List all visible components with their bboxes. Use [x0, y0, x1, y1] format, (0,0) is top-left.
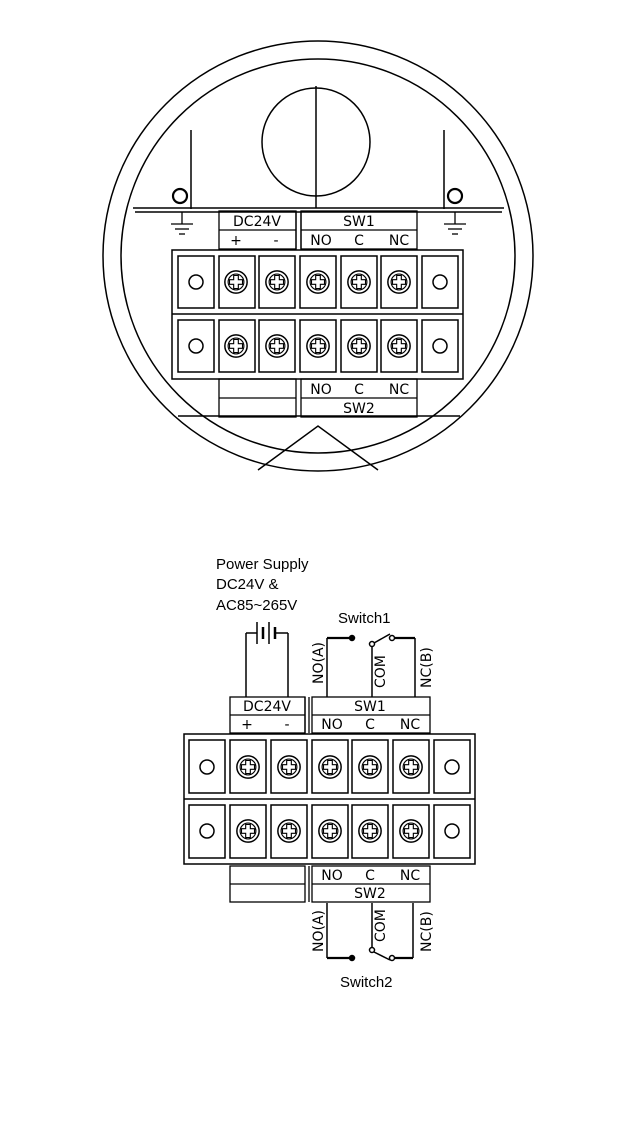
top-screw-row2-1-icon: [224, 334, 248, 358]
wiring-screw-sw2-no-icon: [318, 819, 342, 843]
wiring-sw2-header: SW2: [354, 886, 386, 902]
top-sw1-header: SW1: [343, 214, 375, 230]
switch2-icon: [326, 903, 414, 962]
enclosure-inner-ring: [120, 58, 516, 454]
top-screw-sw1-c-icon: [347, 270, 371, 294]
switch1-icon: [326, 633, 416, 697]
wiring-screw-row2-2-icon: [277, 819, 301, 843]
enclosure-view: [102, 40, 534, 472]
wiring-screw-sw2-c-icon: [358, 819, 382, 843]
top-screw-row2-2-icon: [265, 334, 289, 358]
ground-left-icon: [170, 212, 194, 235]
wiring-sw1-no: NO: [321, 717, 343, 733]
top-screw-sw1-no-icon: [306, 270, 330, 294]
top-dc-header: DC24V: [233, 214, 281, 230]
wiring-sw2-c: C: [365, 868, 375, 884]
top-sw2-no: NO: [310, 382, 332, 398]
top-sw1-c: C: [354, 233, 364, 249]
top-screw-sw2-no-icon: [306, 334, 330, 358]
wiring-screw-sw2-nc-icon: [399, 819, 423, 843]
top-sw2-nc: NC: [389, 382, 409, 398]
wiring-screw-row2-1-icon: [236, 819, 260, 843]
enclosure-outer-ring: [102, 40, 534, 472]
mounting-hole-right: [446, 187, 464, 205]
wiring-dc-header: DC24V: [243, 699, 291, 715]
ground-right-icon: [443, 212, 467, 235]
top-screw-sw2-nc-icon: [387, 334, 411, 358]
top-screw-dc-plus-icon: [224, 270, 248, 294]
wiring-sw1-c: C: [365, 717, 375, 733]
top-screw-sw2-c-icon: [347, 334, 371, 358]
wiring-sw1-header: SW1: [354, 699, 386, 715]
switch1-title: Switch1: [338, 610, 391, 627]
wiring-screw-sw1-no-icon: [318, 755, 342, 779]
wiring-screw-sw1-nc-icon: [399, 755, 423, 779]
switch2-com-label: COM: [373, 909, 389, 942]
top-sw2-c: C: [354, 382, 364, 398]
wiring-sw1-nc: NC: [400, 717, 420, 733]
wiring-label-tables: [229, 696, 431, 903]
power-supply-line2: DC24V &: [216, 576, 279, 593]
switch2-no-label: NO(A): [311, 910, 327, 952]
bottom-notch: [257, 425, 379, 471]
top-dc-minus: -: [273, 233, 278, 249]
wiring-screw-dc-plus-icon: [236, 755, 260, 779]
top-sw1-no: NO: [310, 233, 332, 249]
power-supply-line3: AC85~265V: [216, 597, 297, 614]
switch1-com-label: COM: [373, 655, 389, 688]
top-screw-dc-minus-icon: [265, 270, 289, 294]
wiring-sw2-nc: NC: [400, 868, 420, 884]
switch1-no-label: NO(A): [311, 642, 327, 684]
top-terminal-block: [171, 249, 464, 380]
switch1-nc-label: NC(B): [419, 647, 435, 688]
wiring-screw-sw1-c-icon: [358, 755, 382, 779]
wiring-terminal-block: [183, 733, 476, 865]
wiring-screw-dc-minus-icon: [277, 755, 301, 779]
wiring-dc-plus: +: [241, 717, 253, 733]
switch2-nc-label: NC(B): [419, 911, 435, 952]
top-screw-sw1-nc-icon: [387, 270, 411, 294]
switch2-title: Switch2: [340, 974, 393, 991]
top-sw1-nc: NC: [389, 233, 409, 249]
top-label-tables: [218, 210, 418, 418]
wiring-sw2-no: NO: [321, 868, 343, 884]
power-supply-line1: Power Supply: [216, 556, 309, 573]
top-dc-plus: +: [230, 233, 242, 249]
battery-icon: [245, 622, 289, 697]
wiring-dc-minus: -: [284, 717, 289, 733]
top-sw2-header: SW2: [343, 401, 375, 417]
mounting-hole-left: [171, 187, 189, 205]
